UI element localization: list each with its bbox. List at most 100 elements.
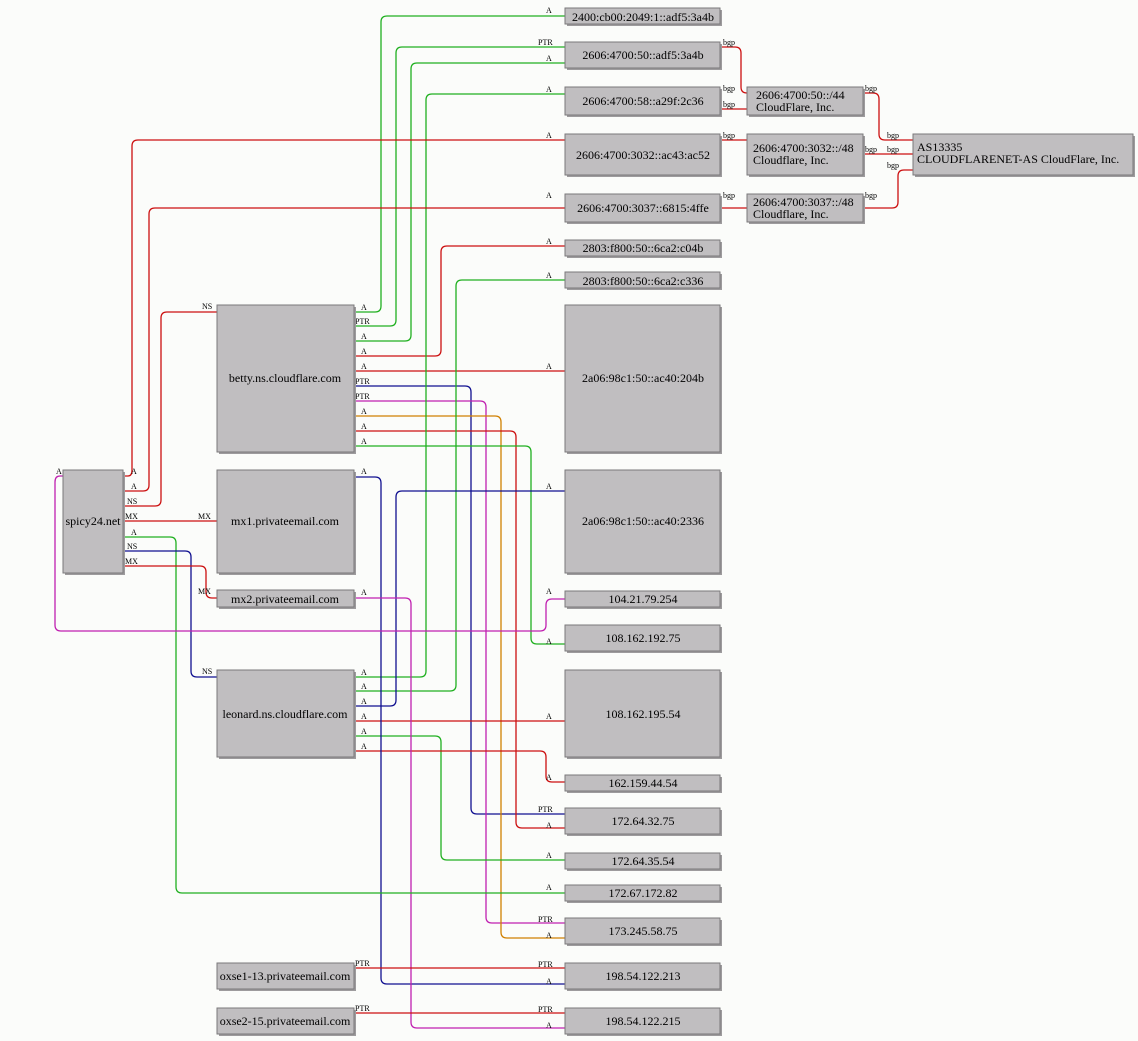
node-ip6-2606-58[interactable]: 2606:4700:58::a29f:2c36 — [564, 86, 722, 117]
node-ip-104[interactable]: 104.21.79.254 — [564, 590, 722, 609]
edge-betty-2606-50-ptr — [355, 46, 565, 327]
node-label-line1: 2606:4700:50::/44 — [756, 88, 845, 102]
edge-mx2-198-215 — [355, 597, 565, 1029]
edge-label: A — [546, 362, 552, 371]
node-ip6-2a06-b[interactable]: 2a06:98c1:50::ac40:2336 — [564, 469, 722, 575]
node-net-48b[interactable]: 2606:4700:3037::/48 Cloudflare, Inc. — [746, 193, 865, 224]
node-label: 2606:4700:50::adf5:3a4b — [582, 48, 703, 62]
edge-label: PTR — [538, 1005, 553, 1014]
nodes: spicy24.net betty.ns.cloudflare.com mx1.… — [62, 7, 1135, 1036]
edge-label: A — [546, 6, 552, 15]
node-betty[interactable]: betty.ns.cloudflare.com — [216, 304, 356, 454]
node-label: 2803:f800:50::6ca2:c336 — [583, 274, 704, 288]
edge-label: bgp — [865, 84, 877, 93]
edge-bgp-2606-50-net44 — [721, 46, 748, 94]
edge-label: A — [361, 467, 367, 476]
node-spicy24[interactable]: spicy24.net — [62, 469, 125, 575]
edge-label: MX — [198, 512, 211, 521]
edge-bgp-net44-as — [863, 92, 913, 141]
node-mx1[interactable]: mx1.privateemail.com — [216, 469, 356, 575]
edge-betty-108-192 — [355, 445, 565, 645]
edge-label: A — [546, 191, 552, 200]
node-mx2[interactable]: mx2.privateemail.com — [216, 589, 356, 609]
node-label: oxse2-15.privateemail.com — [220, 1014, 351, 1028]
edge-label: bgp — [723, 84, 735, 93]
edge-label: A — [546, 85, 552, 94]
edge-spicy-3037 — [123, 207, 565, 492]
edge-label: bgp — [723, 191, 735, 200]
edge-label: bgp — [723, 100, 735, 109]
node-ip6-2400[interactable]: 2400:cb00:2049:1::adf5:3a4b — [564, 7, 722, 26]
node-ip6-2606-50[interactable]: 2606:4700:50::adf5:3a4b — [564, 41, 722, 70]
node-ip-172-67[interactable]: 172.67.172.82 — [564, 884, 722, 903]
node-ip-172-64-35[interactable]: 172.64.35.54 — [564, 852, 722, 871]
node-label: leonard.ns.cloudflare.com — [223, 707, 349, 721]
node-oxse2[interactable]: oxse2-15.privateemail.com — [216, 1007, 356, 1036]
edge-label: MX — [125, 557, 138, 566]
node-oxse1[interactable]: oxse1-13.privateemail.com — [216, 962, 356, 991]
node-label: oxse1-13.privateemail.com — [220, 969, 351, 983]
edge-label: bgp — [865, 145, 877, 154]
edge-label: A — [361, 588, 367, 597]
node-net-48a[interactable]: 2606:4700:3032::/48 Cloudflare, Inc. — [746, 133, 865, 177]
edge-betty-173-ptr — [355, 400, 565, 924]
edge-label: A — [546, 637, 552, 646]
edge-leonard-172-64-35 — [355, 735, 565, 861]
node-ip-173[interactable]: 173.245.58.75 — [564, 917, 722, 946]
node-ip6-3037[interactable]: 2606:4700:3037::6815:4ffe — [564, 193, 722, 224]
node-label: 2803:f800:50::6ca2:c04b — [583, 241, 704, 255]
edge-betty-172-64-32-a — [355, 430, 565, 829]
edge-label: A — [546, 54, 552, 63]
node-leonard[interactable]: leonard.ns.cloudflare.com — [216, 669, 356, 759]
node-ip-108-192[interactable]: 108.162.192.75 — [564, 624, 722, 653]
node-ip-172-64-32[interactable]: 172.64.32.75 — [564, 807, 722, 836]
node-ip6-2a06-a[interactable]: 2a06:98c1:50::ac40:204b — [564, 304, 722, 454]
edge-label: PTR — [538, 38, 553, 47]
node-ip6-2803-a[interactable]: 2803:f800:50::6ca2:c04b — [564, 239, 722, 258]
node-ip6-2803-b[interactable]: 2803:f800:50::6ca2:c336 — [564, 271, 722, 290]
edge-label: A — [546, 931, 552, 940]
edge-label: A — [546, 821, 552, 830]
node-ip-162[interactable]: 162.159.44.54 — [564, 774, 722, 793]
node-label: betty.ns.cloudflare.com — [229, 371, 342, 385]
edge-spicy-betty-ns — [123, 311, 217, 507]
node-net-44[interactable]: 2606:4700:50::/44 CloudFlare, Inc. — [746, 86, 865, 117]
edge-label: A — [546, 1021, 552, 1030]
node-label-line2: Cloudflare, Inc. — [753, 153, 829, 167]
node-label: 162.159.44.54 — [609, 776, 678, 790]
node-label-line2: CLOUDFLARENET-AS CloudFlare, Inc. — [917, 152, 1119, 166]
edge-label: NS — [202, 302, 212, 311]
edge-label: bgp — [865, 191, 877, 200]
node-ip-198-215[interactable]: 198.54.122.215 — [564, 1007, 722, 1036]
edge-bgp-net48b-as — [863, 169, 913, 209]
edge-label: A — [361, 347, 367, 356]
edge-label: PTR — [355, 1004, 370, 1013]
node-label-line1: 2606:4700:3032::/48 — [753, 141, 854, 155]
node-label: 173.245.58.75 — [609, 924, 678, 938]
node-label: 172.64.35.54 — [612, 854, 675, 868]
edge-label: NS — [127, 542, 137, 551]
edge-label: A — [546, 712, 552, 721]
edge-label: A — [361, 362, 367, 371]
edge-label: A — [361, 422, 367, 431]
edge-label: bgp — [887, 131, 899, 140]
node-ip-198-213[interactable]: 198.54.122.213 — [564, 962, 722, 991]
edge-label: bgp — [723, 131, 735, 140]
edge-mx1-198-213 — [355, 476, 565, 985]
node-label: 2606:4700:58::a29f:2c36 — [582, 94, 703, 108]
node-label: 104.21.79.254 — [609, 592, 678, 606]
edge-spicy-104 — [54, 475, 565, 632]
edge-betty-2606-50-a — [355, 62, 565, 342]
edge-label: A — [361, 303, 367, 312]
edge-label: A — [546, 587, 552, 596]
edge-label: PTR — [355, 959, 370, 968]
edge-label: PTR — [538, 805, 553, 814]
edge-label: A — [546, 851, 552, 860]
node-ip-108-195[interactable]: 108.162.195.54 — [564, 669, 722, 759]
edge-label: A — [546, 773, 552, 782]
node-ip6-3032[interactable]: 2606:4700:3032::ac43:ac52 — [564, 133, 722, 177]
node-as13335[interactable]: AS13335 CLOUDFLARENET-AS CloudFlare, Inc… — [912, 133, 1135, 177]
edge-label: A — [361, 407, 367, 416]
edge-spicy-3032 — [123, 139, 565, 477]
edge-label: PTR — [355, 377, 370, 386]
